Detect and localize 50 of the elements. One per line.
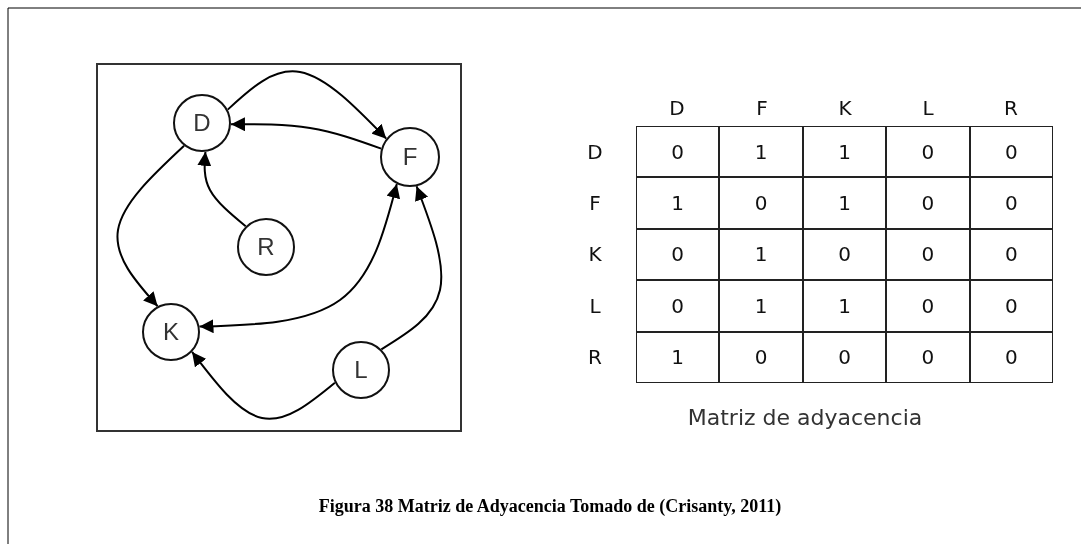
- matrix-cell: 1: [636, 331, 720, 383]
- row-header: K: [587, 241, 603, 269]
- matrix-cell: 0: [969, 280, 1053, 332]
- matrix-cell: 0: [719, 177, 803, 229]
- matrix-cell: 0: [636, 126, 720, 178]
- matrix-cell: 1: [719, 228, 803, 281]
- matrix-cell: 1: [802, 177, 887, 229]
- matrix-cell: 0: [969, 331, 1053, 383]
- matrix-cell: 1: [719, 126, 803, 178]
- node-circle: D: [173, 94, 231, 152]
- column-header: D: [668, 95, 686, 122]
- matrix-cell: 0: [719, 331, 803, 383]
- node-circle: F: [380, 127, 440, 187]
- matrix-cell: 0: [886, 177, 970, 229]
- matrix-cell: 0: [886, 228, 970, 281]
- row-header: F: [588, 190, 602, 218]
- arrow: [198, 182, 401, 334]
- matrix-cell: 1: [719, 280, 803, 332]
- row-header: R: [587, 344, 603, 372]
- node-circle: L: [332, 341, 390, 399]
- node-circle: R: [237, 218, 295, 276]
- matrix-cell: 0: [636, 280, 720, 332]
- arrow: [229, 117, 383, 150]
- figure-caption: Figura 38 Matriz de Adyacencia Tomado de (Crisanty, 2011): [317, 496, 783, 517]
- column-header: L: [921, 95, 935, 122]
- matrix-cell: 0: [886, 280, 970, 332]
- matrix-cell: 1: [802, 126, 887, 178]
- matrix-cell: 0: [802, 331, 887, 383]
- arrow: [380, 185, 443, 351]
- arrow: [226, 70, 388, 140]
- matrix-cell: 0: [886, 126, 970, 178]
- arrow: [197, 150, 247, 228]
- node-circle: K: [142, 303, 200, 361]
- table-title: Matriz de adyacencia: [686, 403, 924, 432]
- matrix-cell: 1: [802, 280, 887, 332]
- matrix-cell: 0: [969, 126, 1053, 178]
- matrix-cell: 0: [969, 177, 1053, 229]
- frame-box: [96, 63, 462, 432]
- matrix-cell: 0: [802, 228, 887, 281]
- column-header: K: [837, 95, 853, 122]
- row-header: L: [588, 292, 602, 320]
- arrow: [116, 144, 186, 308]
- arrow: [191, 350, 336, 420]
- matrix-cell: 1: [636, 177, 720, 229]
- matrix-cell: 0: [636, 228, 720, 281]
- row-header: D: [586, 138, 604, 166]
- column-header: R: [1003, 95, 1019, 122]
- matrix-cell: 0: [969, 228, 1053, 281]
- matrix-cell: 0: [886, 331, 970, 383]
- column-header: F: [755, 95, 769, 122]
